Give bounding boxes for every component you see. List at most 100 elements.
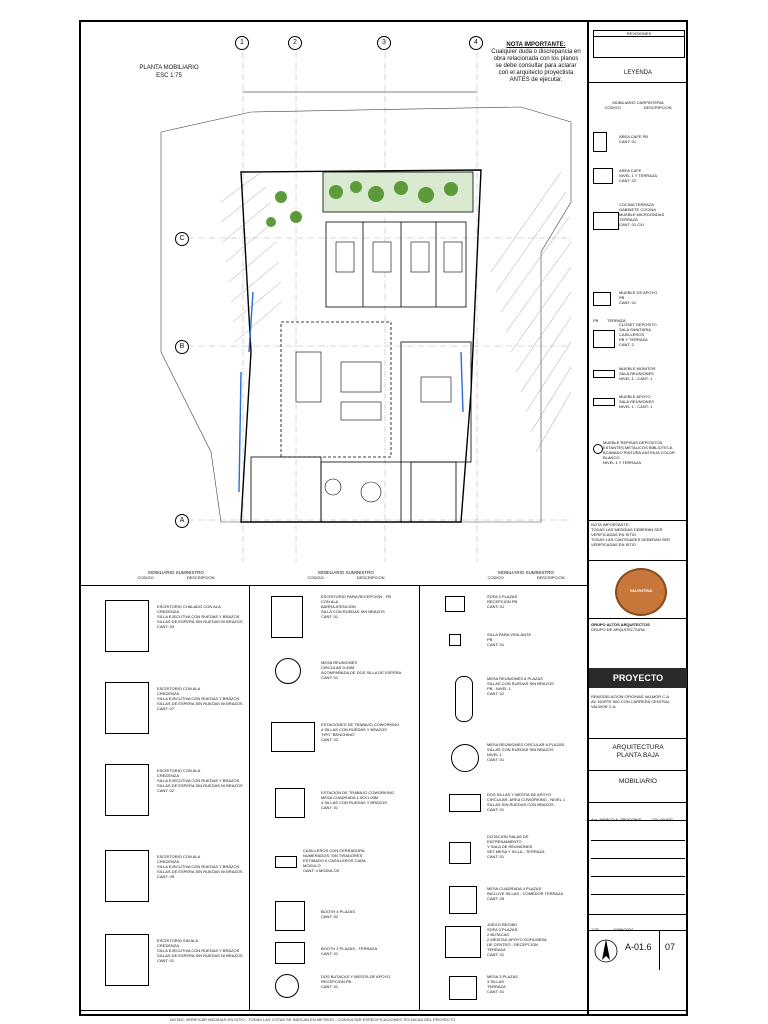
suministro-item: ESCRITORIO CON ALA CREDENZA SILLA EJECUT… bbox=[105, 674, 245, 754]
drawing-title: ARQUITECTURA PLANTA BAJA bbox=[591, 744, 685, 760]
suministro-item: SILLA PARA VIGILANTE PB CANT: 01 bbox=[445, 630, 585, 664]
legend-item-desc: MUEBLE MONITOR SALA REUNIONES NIVEL 1 - … bbox=[619, 366, 656, 381]
plan-title-block: PLANTA MOBILIARIO ESC 1:75 bbox=[129, 64, 209, 80]
suministro-head-1-title: MOBILIARIO SUMINISTRO bbox=[148, 570, 204, 575]
legend-col-desc: DESCRIPCION bbox=[643, 105, 672, 110]
support-furniture-symbol bbox=[593, 292, 611, 306]
grid-axis-3-label: 3 bbox=[382, 39, 386, 46]
grid-axis-1: 1 bbox=[235, 36, 249, 50]
item-desc: ESCRITORIO CHALADO CON ALA CREDENZA SILL… bbox=[157, 604, 243, 629]
suministro-item: MESA 3 PLAZAS 3 SILLAS TERRAZA CANT: 01 bbox=[445, 974, 585, 1006]
legend-item-desc: MUEBLE APOYO SALA REUNIONES NIVEL 1 - CA… bbox=[619, 394, 654, 409]
grid-axis-b: B bbox=[175, 340, 189, 354]
client-block: REMODELACION OFICINAS VALMOR C.A. AV. NO… bbox=[591, 694, 685, 709]
signature-rule bbox=[591, 840, 685, 841]
suministro-item: MESA REUNIONES CIRCULAR D:60M ACOMPAÑADA… bbox=[271, 652, 417, 707]
firm-line-2: GRUPO DE ARQUITECTURA bbox=[591, 627, 645, 632]
item-desc: SILLA PARA VIGILANTE PB CANT: 01 bbox=[487, 632, 532, 647]
suministro-divider-1 bbox=[249, 585, 250, 1010]
plan-title: PLANTA MOBILIARIO bbox=[139, 65, 199, 71]
item-desc: MESA REUNIONES 8 PLAZAS SILLAS CON RUEDA… bbox=[487, 676, 554, 696]
signature-rows bbox=[591, 824, 685, 914]
suministro-item: JUEGO RECIBO SOFA 3 PLAZAS 2 BUTACAS 2 M… bbox=[445, 922, 585, 968]
legend-list: AREA CAFE PB CANT: 01 AREA CAFE NIVEL 1 … bbox=[593, 122, 687, 522]
suministro-item: ESCRITORIO SIN ALA CREDENZA SILLA EJECUT… bbox=[105, 926, 245, 1006]
legend-item: AREA CAFE PB CANT: 01 bbox=[593, 130, 687, 160]
client-line-3: VALMOR C.A. bbox=[591, 704, 617, 709]
suministro-item: ESCRITORIO CHALADO CON ALA CREDENZA SILL… bbox=[105, 592, 245, 672]
suministro-item: ESCRITORIO CON ALA CREDENZA SILLA EJECUT… bbox=[105, 756, 245, 836]
legend-sub-terraza: TERRAZA bbox=[607, 318, 626, 323]
titleblock-title-rule bbox=[589, 738, 687, 739]
legend-section: MOBILIARIO CARPINTERIA CODIGO DESCRIPCIO… bbox=[593, 100, 683, 110]
grid-axis-c: C bbox=[175, 232, 189, 246]
legend-item: CLOSET DEPOSITO SALA SANITARIA CASILLERO… bbox=[593, 322, 687, 358]
grid-axis-1-label: 1 bbox=[240, 39, 244, 46]
legend-item: MUEBLE DE APOYO PB CANT: 01 bbox=[593, 288, 687, 314]
closet-symbol bbox=[593, 330, 615, 348]
suministro-2-code: CODIGO bbox=[307, 575, 324, 580]
signature-rule bbox=[591, 858, 685, 859]
item-desc: ESCRITORIO SIN ALA CREDENZA SILLA EJECUT… bbox=[157, 938, 243, 963]
sheet-code: A-01.6 bbox=[625, 942, 652, 952]
item-desc: CASILLEROS CON CERRADURA NUMERADOS, SIN … bbox=[303, 848, 366, 873]
cafe-symbol bbox=[593, 132, 607, 152]
drawing-subject: MOBILIARIO bbox=[619, 778, 657, 785]
suministro-2-desc: DESCRIPCION bbox=[356, 575, 385, 580]
shelves-symbol bbox=[593, 444, 603, 454]
table-3-symbol bbox=[449, 976, 477, 1000]
booth-symbol bbox=[275, 901, 305, 931]
titleblock-nota: NOTA IMPORTANTE: TODAS LAS MEDIDAS DEBER… bbox=[591, 522, 685, 547]
legend-item: AREA CAFE NIVEL 1 Y TERRAZA CANT: 02 bbox=[593, 166, 687, 196]
titleblock-architect-rule bbox=[589, 802, 687, 803]
suministro-head-3-title: MOBILIARIO SUMINISTRO bbox=[498, 570, 554, 575]
suministro-divider-2 bbox=[419, 585, 420, 1010]
legend-item-desc: MUEBLE DE APOYO PB CANT: 01 bbox=[619, 290, 658, 305]
square-table-symbol bbox=[275, 788, 305, 818]
round-table-symbol bbox=[275, 658, 301, 684]
item-desc: DOTACION SALAS DE ENTRENAMIENTO Y SALA D… bbox=[487, 834, 545, 859]
suministro-item: SOFA 3 PLAZAS RECEPCION PB CANT: 01 bbox=[445, 592, 585, 626]
titleblock-firm-rule bbox=[589, 618, 687, 619]
floor-plan-drawing bbox=[160, 52, 572, 562]
chairs-symbol bbox=[449, 794, 481, 812]
item-desc: ESTACIONES DE TRABAJO COWORKING 4 SILLAS… bbox=[321, 722, 400, 742]
important-note: NOTA IMPORTANTE: Cualquier duda o discre… bbox=[491, 42, 581, 84]
plan-scale: ESC 1:75 bbox=[156, 73, 182, 79]
reception-desk-symbol bbox=[271, 596, 303, 638]
legend-sub-pb: PB bbox=[593, 318, 599, 323]
titleblock-sheet-rule bbox=[589, 930, 687, 931]
legend-item: MUEBLE REPISAS DEPOSITOS ESTANTES METALI… bbox=[593, 440, 687, 480]
suministro-item: BOOTH 4 PLAZAS CANT: 02 bbox=[271, 897, 417, 937]
titleblock-scale-rule bbox=[589, 914, 687, 915]
item-desc: ESCRITORIO CON ALA CREDENZA SILLA EJECUT… bbox=[157, 768, 243, 793]
item-desc: MESA CUADRADA 4 PLAZAS INCLUYE SILLAS - … bbox=[487, 886, 564, 901]
suministro-col-1: ESCRITORIO CHALADO CON ALA CREDENZA SILL… bbox=[105, 592, 245, 1007]
suministro-head-2: MOBILIARIO SUMINISTRO CODIGO DESCRIPCION bbox=[291, 570, 401, 580]
legend-item: MUEBLE APOYO SALA REUNIONES NIVEL 1 - CA… bbox=[593, 394, 687, 418]
grid-axis-4: 4 bbox=[469, 36, 483, 50]
kitchen-symbol bbox=[593, 212, 619, 230]
booth-2-symbol bbox=[275, 942, 305, 964]
firm-block: GRUPO ALTOS ARQUITECTOS GRUPO DE ARQUITE… bbox=[591, 622, 685, 632]
item-desc: ESCRITORIO PARA RECEPCION - PB CON ALA B… bbox=[321, 594, 392, 619]
drawing-sheet: PLANTA MOBILIARIO ESC 1:75 1 2 3 4 C B A… bbox=[79, 20, 688, 1016]
firm-line-1: GRUPO ALTOS ARQUITECTOS bbox=[591, 622, 650, 627]
drawing-date: 10/06/2024 bbox=[613, 927, 634, 932]
cafe-2-symbol bbox=[593, 168, 613, 184]
grid-axis-2: 2 bbox=[288, 36, 302, 50]
company-logo: VALENTINA bbox=[615, 568, 667, 616]
important-note-body: Cualquier duda o discrepancia en obra re… bbox=[491, 49, 581, 83]
revisions-table: REVISIONES bbox=[593, 30, 685, 58]
footer-rule bbox=[81, 1010, 687, 1011]
item-desc: MESA 3 PLAZAS 3 SILLAS TERRAZA CANT: 01 bbox=[487, 974, 518, 994]
titleblock-nota-line: TODAS LAS MEDIDAS DEBERAN SER VERIFICADA… bbox=[591, 527, 663, 537]
suministro-item: CASILLEROS CON CERRADURA NUMERADOS, SIN … bbox=[271, 844, 417, 892]
square-table-4-symbol bbox=[449, 886, 477, 914]
desk-symbol bbox=[105, 600, 149, 652]
suministro-item: MESA CUADRADA 4 PLAZAS INCLUYE SILLAS - … bbox=[445, 882, 585, 918]
signature-rule bbox=[591, 876, 685, 877]
grid-axis-a-label: A bbox=[179, 517, 185, 524]
support-2-symbol bbox=[593, 398, 615, 406]
legend-item: COCINA TERRAZA GABINETE COCINA MUEBLE MI… bbox=[593, 202, 687, 250]
